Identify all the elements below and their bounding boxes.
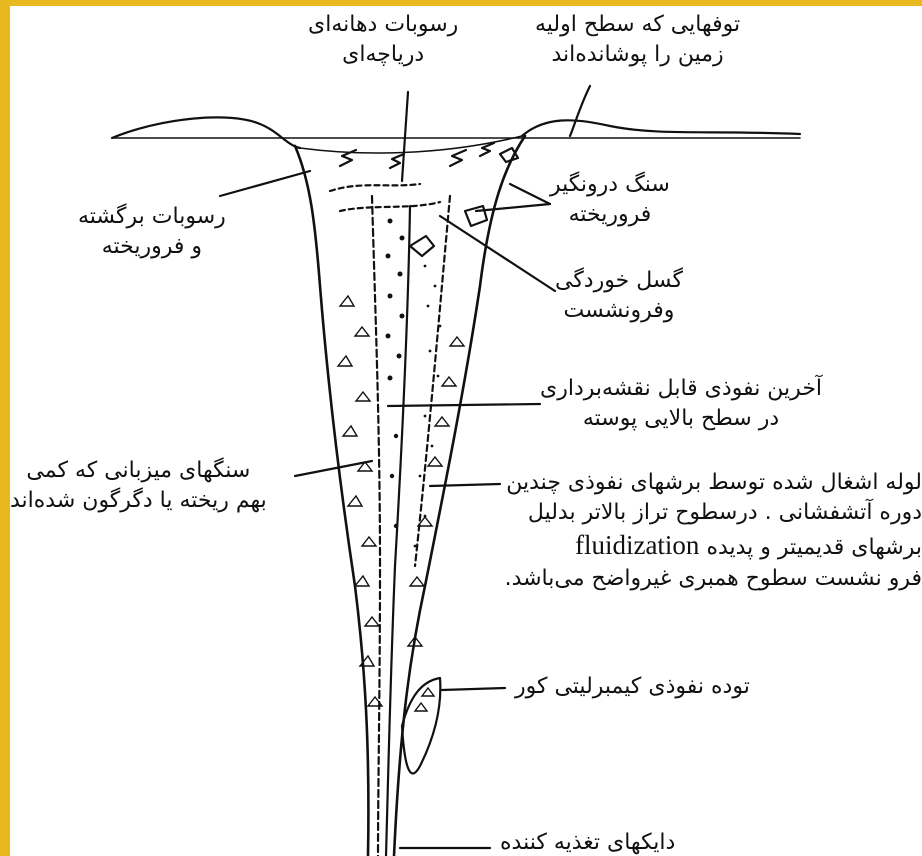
label-pipe-fill: لوله اشغال شده توسط برشهای نفوذی چندین د… [505, 468, 922, 594]
label-tuffs: توفهایی که سطح اولیه زمین را پوشانده‌اند [535, 10, 740, 69]
label-fault: گسل خوردگی وفرونشست [555, 266, 683, 325]
label-last-intrusion: آخرین نفوذی قابل نقشه‌برداری در سطح بالا… [540, 374, 822, 433]
leader-blind-body [442, 688, 505, 690]
xenolith-block-1 [410, 236, 434, 256]
leader-lake-sediments [402, 92, 408, 181]
leader-fault [440, 216, 555, 291]
tuff-surface-right [522, 120, 800, 136]
tuff-surface-left [112, 117, 300, 148]
fluidization-term: fluidization [575, 530, 699, 560]
label-xenolith: سنگ درونگیر فروریخته [550, 170, 670, 229]
label-lake-sediments: رسوبات دهانه‌ای دریاچه‌ای [308, 10, 458, 69]
xenolith-block-2 [465, 206, 487, 226]
leader-xenolith-2 [510, 184, 550, 204]
leader-slumped [220, 171, 310, 196]
breccia-fragments [338, 296, 464, 711]
label-host-rocks: سنگهای میزبانی که کمی بهم ریخته یا دگرگو… [10, 456, 267, 515]
leader-tuffs [570, 86, 590, 136]
leader-pipe-fill [430, 484, 500, 486]
breccia-dots [386, 219, 442, 548]
label-blind-body: توده نفوذی کیمبرلیتی کور [515, 672, 750, 702]
inner-contact-3 [415, 196, 450, 566]
label-feeder-dykes: دایکهای تغذیه کننده [500, 828, 675, 856]
pipe-left-wall [295, 146, 368, 856]
inner-contact-1 [372, 196, 380, 856]
leader-last-intrusion [388, 404, 540, 406]
label-slumped-sediments: رسوبات برگشته و فروریخته [78, 202, 226, 261]
diagram-frame: رسوبات دهانه‌ای دریاچه‌ای توفهایی که سطح… [10, 6, 922, 856]
leader-xenolith [476, 204, 550, 211]
